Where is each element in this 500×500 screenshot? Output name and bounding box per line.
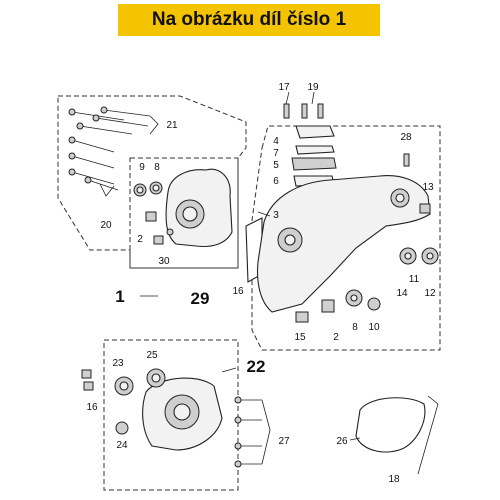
callout-23: 23 — [112, 358, 124, 369]
callout-18: 18 — [388, 474, 400, 485]
title-banner: Na obrázku díl číslo 1 — [118, 4, 380, 36]
callout-11: 11 — [409, 274, 420, 285]
callout-25: 25 — [146, 350, 158, 361]
callout-2-right: 2 — [333, 332, 339, 343]
callout-22: 22 — [247, 357, 266, 376]
callout-12: 12 — [424, 288, 436, 299]
callout-16-bottom: 16 — [86, 402, 98, 413]
callout-1: 1 — [115, 287, 124, 306]
cover-group-outline — [103, 339, 239, 491]
callout-3: 3 — [273, 210, 279, 221]
bolt-group-outline — [57, 95, 247, 269]
callout-8-top: 8 — [154, 162, 160, 173]
callout-16-mid: 16 — [232, 286, 244, 297]
main-crankcase-half — [256, 175, 431, 313]
callout-14: 14 — [396, 288, 408, 299]
callout-10: 10 — [368, 322, 380, 333]
callout-26: 26 — [336, 436, 348, 447]
callout-29: 29 — [191, 289, 210, 308]
bolts-20 — [68, 136, 119, 191]
callout-7: 7 — [273, 148, 279, 159]
title-text: Na obrázku díl číslo 1 — [151, 9, 347, 30]
bolts-21 — [68, 106, 151, 135]
gasket-26 — [355, 397, 426, 453]
reed-valve-stack — [283, 103, 337, 187]
callout-6: 6 — [273, 176, 279, 187]
callout-20: 20 — [100, 220, 112, 231]
callout-13: 13 — [422, 182, 434, 193]
callout-15: 15 — [294, 332, 306, 343]
callout-5: 5 — [273, 160, 279, 171]
seal-strip-18 — [417, 395, 439, 475]
callout-30: 30 — [158, 256, 170, 267]
callout-19: 19 — [307, 82, 319, 93]
bolts-27 — [234, 396, 262, 468]
callout-21: 21 — [166, 120, 178, 131]
callout-28: 28 — [400, 132, 412, 143]
callout-24: 24 — [116, 440, 128, 451]
callout-27: 27 — [278, 436, 290, 447]
callout-4: 4 — [273, 136, 279, 147]
callout-17: 17 — [278, 82, 290, 93]
callout-9: 9 — [139, 162, 145, 173]
left-case-group-outline — [129, 157, 239, 269]
callout-8-bottom: 8 — [352, 322, 358, 333]
callout-2-left: 2 — [137, 234, 143, 245]
